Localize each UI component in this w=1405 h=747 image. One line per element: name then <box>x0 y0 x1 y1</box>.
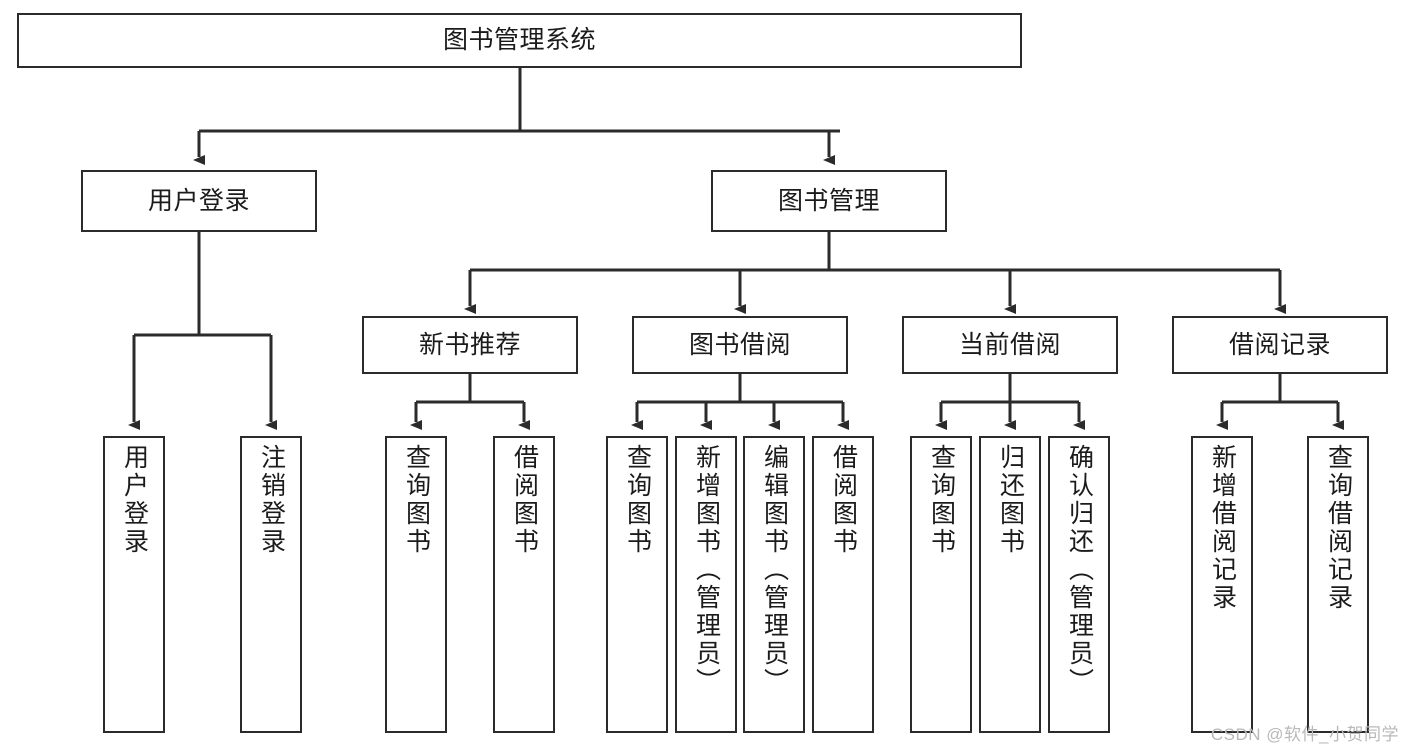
node-leaf-user-logout[interactable]: 注销登录 <box>240 436 302 733</box>
node-leaf-edit-book-label: 编辑图书（管理员） <box>760 444 789 696</box>
node-book-management[interactable]: 图书管理 <box>711 170 947 232</box>
node-user-login[interactable]: 用户登录 <box>81 170 317 232</box>
node-leaf-confirm-return[interactable]: 确认归还（管理员） <box>1048 436 1110 733</box>
node-leaf-add-record[interactable]: 新增借阅记录 <box>1191 436 1253 733</box>
node-leaf-add-book-label: 新增图书（管理员） <box>692 444 721 696</box>
node-new-book-recommend[interactable]: 新书推荐 <box>362 316 578 374</box>
node-leaf-user-login-label: 用户登录 <box>120 444 149 556</box>
node-leaf-user-login[interactable]: 用户登录 <box>103 436 165 733</box>
node-leaf-query-book-3[interactable]: 查询图书 <box>910 436 972 733</box>
node-leaf-query-book-2-label: 查询图书 <box>623 444 652 556</box>
node-book-management-label: 图书管理 <box>777 186 880 215</box>
node-leaf-borrow-book-1-label: 借阅图书 <box>510 444 539 556</box>
node-leaf-add-record-label: 新增借阅记录 <box>1208 444 1237 612</box>
node-root[interactable]: 图书管理系统 <box>17 13 1022 68</box>
node-book-borrow[interactable]: 图书借阅 <box>632 316 848 374</box>
node-borrow-record-label: 借阅记录 <box>1228 330 1331 359</box>
node-leaf-borrow-book-2[interactable]: 借阅图书 <box>812 436 874 733</box>
node-leaf-user-logout-label: 注销登录 <box>257 444 286 556</box>
node-book-borrow-label: 图书借阅 <box>688 330 791 359</box>
node-leaf-query-record[interactable]: 查询借阅记录 <box>1307 436 1369 733</box>
node-leaf-confirm-return-label: 确认归还（管理员） <box>1065 444 1094 696</box>
node-leaf-borrow-book-2-label: 借阅图书 <box>829 444 858 556</box>
node-leaf-edit-book[interactable]: 编辑图书（管理员） <box>743 436 805 733</box>
node-leaf-query-book-1[interactable]: 查询图书 <box>385 436 447 733</box>
node-user-login-label: 用户登录 <box>147 186 250 215</box>
node-leaf-return-book[interactable]: 归还图书 <box>979 436 1041 733</box>
watermark-text: CSDN @软件_小贺同学 <box>1210 725 1399 744</box>
node-leaf-query-book-2[interactable]: 查询图书 <box>606 436 668 733</box>
node-current-borrow-label: 当前借阅 <box>958 330 1061 359</box>
node-current-borrow[interactable]: 当前借阅 <box>902 316 1118 374</box>
node-leaf-query-book-1-label: 查询图书 <box>402 444 431 556</box>
node-leaf-add-book[interactable]: 新增图书（管理员） <box>675 436 737 733</box>
node-leaf-query-record-label: 查询借阅记录 <box>1324 444 1353 612</box>
node-new-book-recommend-label: 新书推荐 <box>418 330 521 359</box>
node-leaf-query-book-3-label: 查询图书 <box>927 444 956 556</box>
node-root-label: 图书管理系统 <box>442 26 596 55</box>
node-leaf-borrow-book-1[interactable]: 借阅图书 <box>493 436 555 733</box>
node-borrow-record[interactable]: 借阅记录 <box>1172 316 1388 374</box>
node-leaf-return-book-label: 归还图书 <box>996 444 1025 556</box>
